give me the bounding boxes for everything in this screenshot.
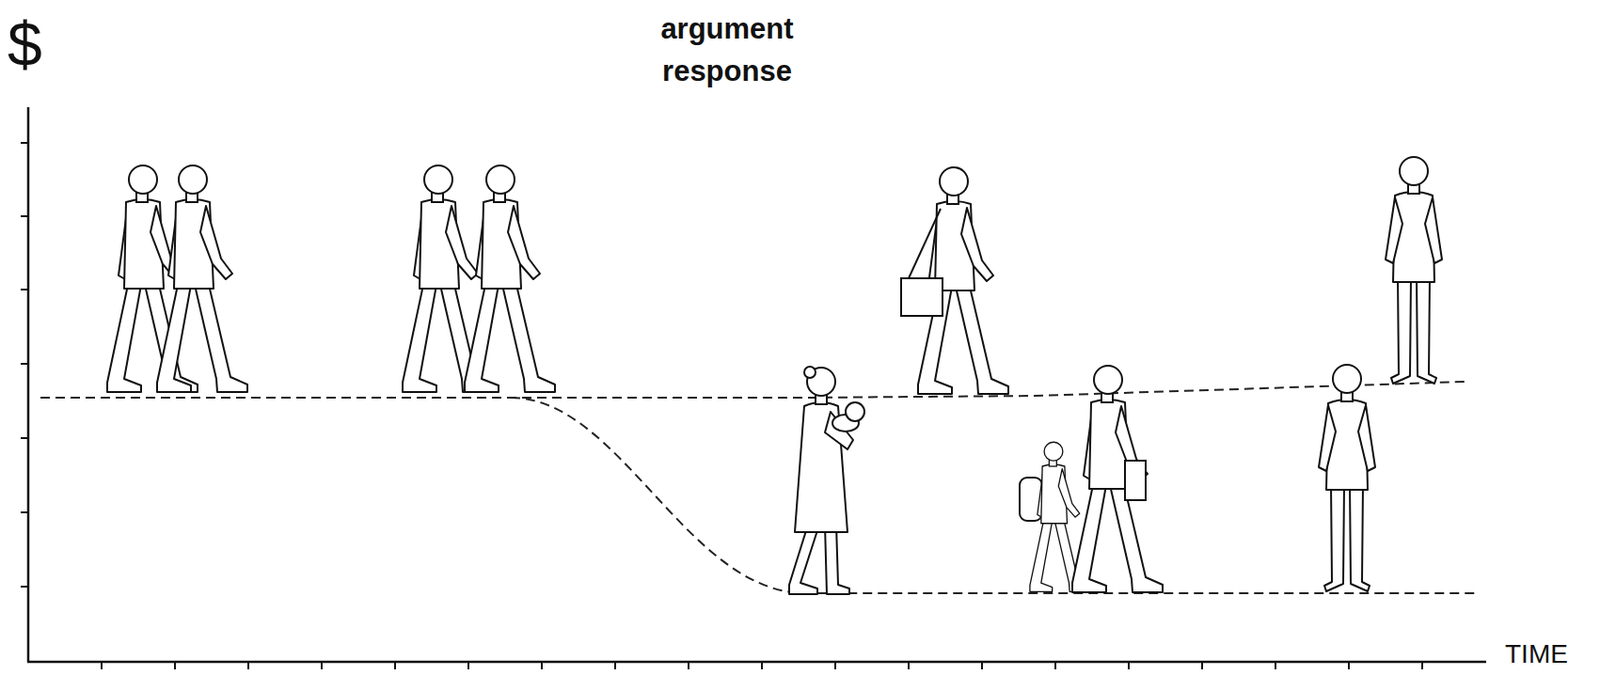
- x-axis: [27, 661, 1487, 665]
- axis-label: TIME: [1504, 641, 1569, 668]
- folder: [1124, 460, 1146, 501]
- chart-title: argument response: [623, 7, 831, 93]
- axis-symbol: $: [7, 13, 43, 76]
- woman-with-folder: [1072, 365, 1163, 593]
- woman-walking: [1072, 365, 1163, 593]
- x-ticks: [101, 662, 1423, 670]
- y-axis: [27, 107, 31, 663]
- woman-standing: [1318, 364, 1376, 592]
- upper-dashed-line: [40, 381, 1465, 398]
- woman-walking: [157, 165, 248, 393]
- briefcase: [901, 278, 943, 317]
- woman-with-baby: [789, 366, 865, 595]
- y-ticks: [20, 142, 29, 587]
- man-walking: [464, 165, 555, 393]
- man-with-briefcase: [901, 167, 1009, 395]
- man-standing: [1385, 157, 1442, 384]
- briefcase-strap: [908, 208, 941, 279]
